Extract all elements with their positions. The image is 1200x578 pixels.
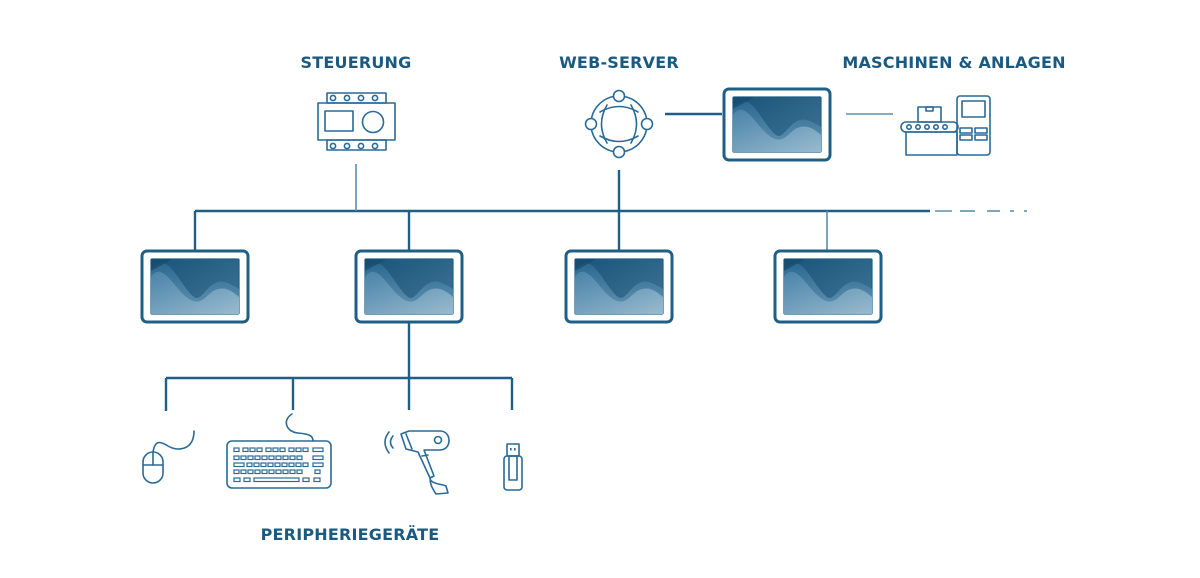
web-hmi-panel-icon xyxy=(722,87,832,162)
hmi-panel-icon xyxy=(564,249,674,324)
conveyor-machine-icon xyxy=(900,95,991,156)
hmi-panel-icon xyxy=(773,249,883,324)
hmi-panel-icon xyxy=(140,249,250,324)
network-globe-icon xyxy=(584,89,654,159)
label-steuerung: STEUERUNG xyxy=(300,53,412,72)
mouse-icon xyxy=(142,430,195,484)
usb-stick-icon xyxy=(503,443,523,491)
label-maschinen-anlagen: MASCHINEN & ANLAGEN xyxy=(842,53,1066,72)
barcode-scanner-icon xyxy=(384,430,450,495)
label-web-server: WEB-SERVER xyxy=(559,53,679,72)
keyboard-icon xyxy=(226,413,332,489)
label-peripheriegeraete: PERIPHERIEGERÄTE xyxy=(260,525,440,544)
plc-controller-icon xyxy=(317,92,396,151)
hmi-panel-icon xyxy=(354,249,464,324)
